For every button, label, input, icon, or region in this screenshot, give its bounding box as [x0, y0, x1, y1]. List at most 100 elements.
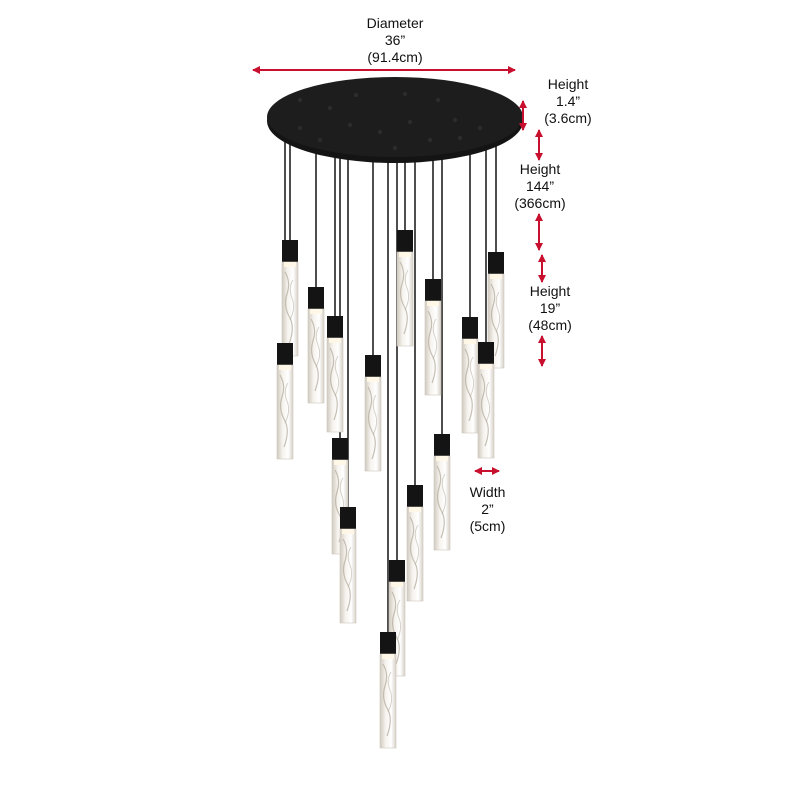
canopy-stud: [402, 91, 408, 97]
crystal-vein: [284, 382, 290, 424]
canopy-stud: [297, 125, 303, 131]
drop-height-metric: (366cm): [514, 195, 566, 211]
pendant-housing: [340, 507, 356, 529]
canopy-height-label: Height 1.4” (3.6cm): [528, 76, 608, 127]
crystal-vein: [464, 348, 473, 422]
light-glow: [284, 262, 296, 267]
pendant-light: [461, 317, 479, 434]
diameter-label: Diameter 36” (91.4cm): [330, 15, 460, 66]
drop-height-label: Height 144” (366cm): [500, 161, 580, 212]
pendant-light: [406, 485, 424, 602]
pendant-light: [477, 342, 495, 459]
crystal-vein: [485, 381, 491, 423]
pendant-light: [433, 434, 451, 551]
pendant-light: [396, 230, 414, 347]
crystal-vein: [414, 524, 420, 566]
crystal-vein: [315, 326, 321, 368]
width-metric: (5cm): [469, 518, 506, 534]
canopy-stud: [327, 105, 333, 111]
light-glow: [367, 377, 379, 382]
light-glow: [279, 365, 291, 370]
width-title: Width: [469, 484, 506, 500]
canopy-stud: [427, 137, 433, 143]
light-glow: [342, 529, 354, 534]
pendant-housing: [389, 560, 405, 582]
crystal-vein: [387, 671, 393, 713]
pendant-housing: [277, 343, 293, 365]
crystal-vein: [367, 386, 376, 460]
crystal-vein: [490, 283, 499, 357]
canopy-stud: [407, 119, 413, 125]
canopy-stud: [317, 137, 323, 143]
crystal-vein: [334, 355, 340, 397]
light-glow: [399, 252, 411, 257]
light-glow: [382, 654, 394, 659]
light-glow: [391, 582, 403, 587]
canopy-stud: [347, 122, 353, 128]
pendant-housing: [425, 279, 441, 301]
canopy-top: [267, 77, 523, 157]
diameter-title: Diameter: [366, 15, 424, 31]
light-glow: [334, 460, 346, 465]
crystal-vein: [310, 318, 319, 392]
crystal-vein: [342, 538, 351, 612]
pendant-height-metric: (48cm): [528, 317, 572, 333]
canopy-height-imperial: 1.4”: [555, 93, 581, 109]
crystal-vein: [436, 465, 445, 539]
pendant-light: [424, 279, 442, 396]
pendant-housing: [365, 355, 381, 377]
pendant-housing: [380, 632, 396, 654]
pendant-housing: [434, 434, 450, 456]
pendant-housing: [327, 316, 343, 338]
pendant-height-imperial: 19”: [539, 300, 561, 316]
crystal-vein: [396, 599, 402, 641]
pendant-light: [339, 507, 357, 624]
canopy-stud: [377, 129, 383, 135]
width-imperial: 2”: [481, 501, 494, 517]
pendant-light: [379, 632, 397, 749]
canopy-stud: [392, 145, 398, 151]
light-glow: [409, 507, 421, 512]
crystal-vein: [284, 271, 293, 345]
canopy-height-metric: (3.6cm): [544, 110, 592, 126]
width-label: Width 2” (5cm): [450, 484, 525, 535]
crystal-vein: [279, 374, 288, 448]
crystal-vein: [427, 310, 436, 384]
crystal-vein: [404, 269, 410, 311]
canopy-stud: [353, 92, 359, 98]
drop-height-title: Height: [519, 161, 561, 177]
crystal-vein: [441, 473, 447, 515]
light-glow: [427, 301, 439, 306]
pendant-housing: [282, 240, 298, 262]
crystal-vein: [289, 279, 295, 321]
diameter-imperial: 36”: [384, 32, 406, 48]
pendant-housing: [397, 230, 413, 252]
crystal-vein: [409, 516, 418, 590]
light-glow: [490, 274, 502, 279]
light-glow: [310, 309, 322, 314]
canopy: [267, 77, 523, 163]
pendant-light: [307, 287, 325, 404]
pendant-housing: [308, 287, 324, 309]
pendant-light: [281, 240, 299, 357]
pendant-light: [276, 343, 294, 460]
crystal-vein: [391, 591, 400, 665]
light-glow: [480, 364, 492, 369]
diameter-metric: (91.4cm): [367, 49, 423, 65]
light-glow: [436, 456, 448, 461]
crystal-vein: [347, 546, 353, 588]
canopy-stud: [457, 135, 463, 141]
crystal-vein: [469, 356, 475, 398]
crystal-vein: [432, 318, 438, 360]
pendant-lights: [276, 230, 505, 749]
light-glow: [464, 339, 476, 344]
pendant-housing: [488, 252, 504, 274]
crystal-vein: [495, 291, 501, 333]
crystal-vein: [382, 663, 391, 737]
pendant-height-label: Height 19” (48cm): [510, 283, 590, 334]
canopy-height-title: Height: [547, 76, 589, 92]
crystal-vein: [329, 347, 338, 421]
pendant-housing: [332, 438, 348, 460]
pendant-height-title: Height: [529, 283, 571, 299]
